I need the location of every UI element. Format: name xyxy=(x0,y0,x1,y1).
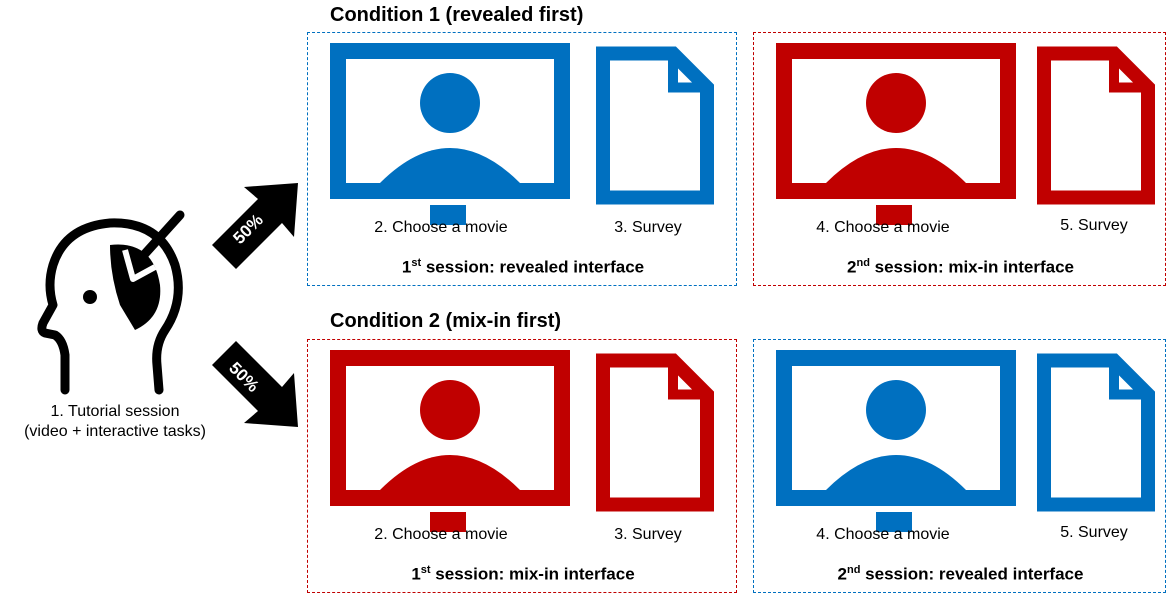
monitor-stand xyxy=(430,205,466,225)
monitor-person-icon xyxy=(330,350,570,510)
monitor-person-icon xyxy=(776,43,1016,203)
arrow-to-condition-1: 50% xyxy=(200,175,310,290)
arrow-to-condition-2: 50% xyxy=(200,325,310,440)
monitor-stand xyxy=(876,512,912,532)
condition-1-session-1-panel: 2. Choose a movie 3. Survey 1st session:… xyxy=(307,32,737,286)
survey-label: 3. Survey xyxy=(614,526,682,543)
session-label: 2nd session: mix-in interface xyxy=(847,257,1074,277)
choose-movie-label: 2. Choose a movie xyxy=(374,219,508,236)
head-with-arrow-icon xyxy=(37,210,185,395)
survey-doc-icon xyxy=(595,350,715,515)
survey-doc-icon xyxy=(1036,350,1156,515)
choose-movie-label: 4. Choose a movie xyxy=(816,526,950,543)
choose-movie-label: 2. Choose a movie xyxy=(374,526,508,543)
condition-2-session-1-panel: 2. Choose a movie 3. Survey 1st session:… xyxy=(307,339,737,593)
session-label: 1st session: revealed interface xyxy=(401,257,645,277)
condition-1-title: Condition 1 (revealed first) xyxy=(330,4,584,26)
condition-2-title: Condition 2 (mix-in first) xyxy=(330,310,562,332)
monitor-person-icon xyxy=(776,350,1016,510)
monitor-stand xyxy=(876,205,912,225)
survey-label: 5. Survey xyxy=(1060,524,1128,541)
survey-label: 5. Survey xyxy=(1060,217,1128,234)
session-label: 2nd session: revealed interface xyxy=(837,564,1084,584)
survey-doc-icon xyxy=(1036,43,1156,208)
tutorial-line1: 1. Tutorial session xyxy=(50,403,180,420)
tutorial-line2: (video + interactive tasks) xyxy=(24,423,206,440)
condition-1-session-2-panel: 4. Choose a movie 5. Survey 2nd session:… xyxy=(753,32,1166,286)
choose-movie-label: 4. Choose a movie xyxy=(816,219,950,236)
monitor-person-icon xyxy=(330,43,570,203)
tutorial-label: 1. Tutorial session (video + interactive… xyxy=(0,402,230,442)
monitor-stand xyxy=(430,512,466,532)
survey-label: 3. Survey xyxy=(614,219,682,236)
session-label: 1st session: mix-in interface xyxy=(411,564,635,584)
survey-doc-icon xyxy=(595,43,715,208)
condition-2-session-2-panel: 4. Choose a movie 5. Survey 2nd session:… xyxy=(753,339,1166,593)
